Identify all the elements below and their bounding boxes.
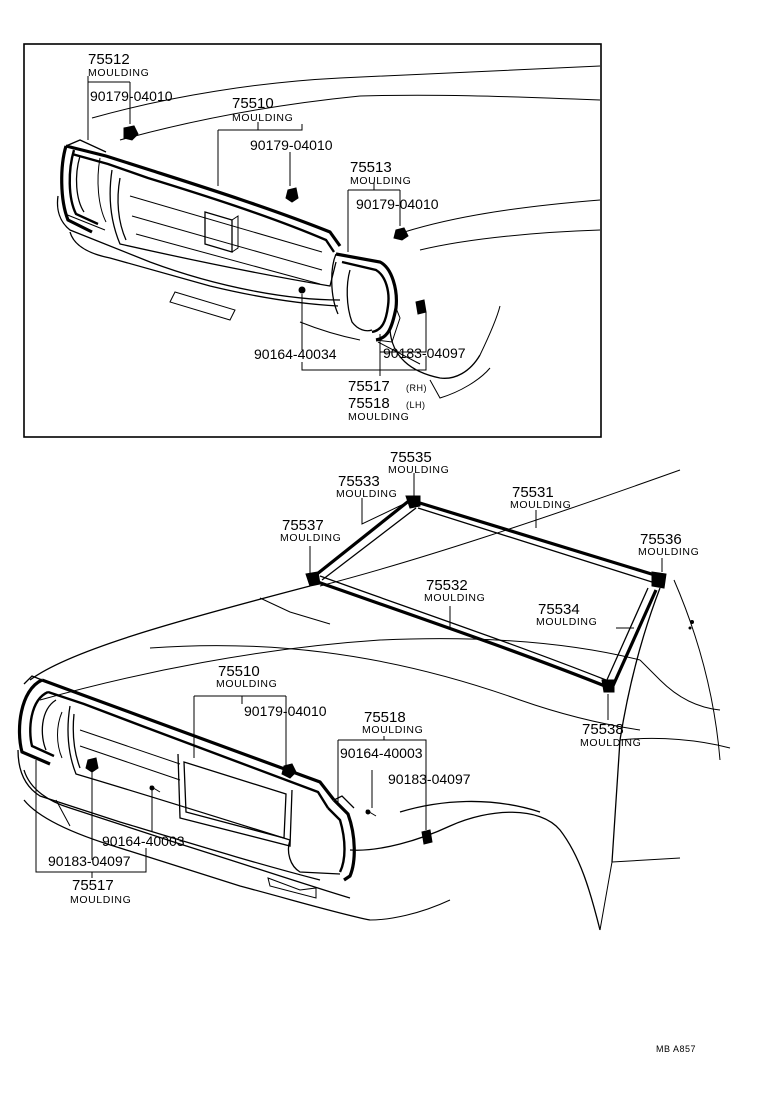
windshield-mouldings <box>305 495 667 693</box>
callout-90179-04010-a: 90179-04010 <box>90 88 173 104</box>
part-number: 75536 <box>640 531 682 548</box>
callout-75533: 75533 MOULDING <box>336 473 397 500</box>
callout-75517-bottom: 75517 MOULDING <box>70 877 131 906</box>
part-number: 75531 <box>512 484 554 501</box>
part-number: 75510 <box>232 95 274 112</box>
part-name: MOULDING <box>232 112 293 124</box>
callout-75510-bottom: 75510 MOULDING <box>216 663 277 690</box>
callout-75535: 75535 MOULDING <box>388 449 449 476</box>
top-car-body <box>56 65 601 399</box>
bottom-right-headlamp-moulding <box>287 795 356 882</box>
part-number: 75518 <box>364 709 406 726</box>
side-label: (LH) <box>406 400 426 410</box>
part-name: MOULDING <box>348 411 409 423</box>
callout-75518-lh: 75518 (LH) MOULDING <box>348 395 426 423</box>
part-number: 75534 <box>538 601 580 618</box>
part-name: MOULDING <box>70 894 131 906</box>
bottom-left-headlamp-moulding <box>17 675 63 766</box>
callout-90179-04010-c: 90179-04010 <box>356 196 439 212</box>
part-number: 75538 <box>582 721 624 738</box>
callout-90179-04010-bottom: 90179-04010 <box>244 703 327 719</box>
bottom-fasteners <box>85 757 433 845</box>
callout-75531: 75531 MOULDING <box>510 484 571 511</box>
bottom-grille-moulding <box>41 678 336 847</box>
part-number: 75537 <box>282 517 324 534</box>
top-panel: 75512 MOULDING 90179-04010 75510 MOULDIN… <box>23 43 602 438</box>
bottom-panel: 75535 MOULDING 75533 MOULDING 75531 MOUL… <box>17 449 731 931</box>
callout-90183-04097-right: 90183-04097 <box>388 771 471 787</box>
callout-90183-04097-left: 90183-04097 <box>48 853 131 869</box>
part-number: 75517 <box>348 378 390 395</box>
callout-90179-04010-b: 90179-04010 <box>250 137 333 153</box>
top-left-headlamp-moulding <box>60 139 107 234</box>
callout-75512: 75512 MOULDING <box>88 51 149 79</box>
part-name: MOULDING <box>336 488 397 500</box>
part-number: 75510 <box>218 663 260 680</box>
part-name: MOULDING <box>88 67 149 79</box>
callout-75532: 75532 MOULDING <box>424 577 485 604</box>
part-name: MOULDING <box>424 592 485 604</box>
part-number: 75533 <box>338 473 380 490</box>
bottom-car-body <box>17 469 731 931</box>
callout-90164-40034: 90164-40034 <box>254 346 337 362</box>
callout-75510: 75510 MOULDING <box>232 95 293 124</box>
callout-75517-rh: 75517 (RH) <box>348 378 427 395</box>
part-name: MOULDING <box>350 175 411 187</box>
callout-75537: 75537 MOULDING <box>280 517 341 544</box>
bottom-leader-lines <box>35 473 663 878</box>
callout-90183-04097: 90183-04097 <box>383 345 466 361</box>
callout-75513: 75513 MOULDING <box>350 159 411 187</box>
part-name: MOULDING <box>280 532 341 544</box>
top-panel-frame <box>23 43 602 438</box>
part-name: MOULDING <box>362 724 423 736</box>
callout-90164-40003-right: 90164-40003 <box>340 745 423 761</box>
callout-90164-40003-left: 90164-40003 <box>102 833 185 849</box>
callout-75536: 75536 MOULDING <box>638 531 699 558</box>
part-name: MOULDING <box>580 737 641 749</box>
part-name: MOULDING <box>388 464 449 476</box>
top-grille-moulding <box>65 144 342 287</box>
callout-75534: 75534 MOULDING <box>536 601 597 628</box>
part-number: 75518 <box>348 395 390 412</box>
top-right-headlamp-moulding <box>331 252 401 343</box>
part-name: MOULDING <box>216 678 277 690</box>
figure-code: MB A857 <box>656 1044 696 1054</box>
part-name: MOULDING <box>510 499 571 511</box>
callout-75518-bottom: 75518 MOULDING <box>362 709 423 736</box>
part-name: MOULDING <box>638 546 699 558</box>
callout-75538: 75538 MOULDING <box>580 721 641 749</box>
part-number: 75512 <box>88 51 130 68</box>
part-number: 75517 <box>72 877 114 894</box>
part-number: 75532 <box>426 577 468 594</box>
part-name: MOULDING <box>536 616 597 628</box>
part-number: 75513 <box>350 159 392 176</box>
part-number: 75535 <box>390 449 432 466</box>
side-label: (RH) <box>406 383 427 393</box>
top-leader-lines <box>87 76 427 376</box>
